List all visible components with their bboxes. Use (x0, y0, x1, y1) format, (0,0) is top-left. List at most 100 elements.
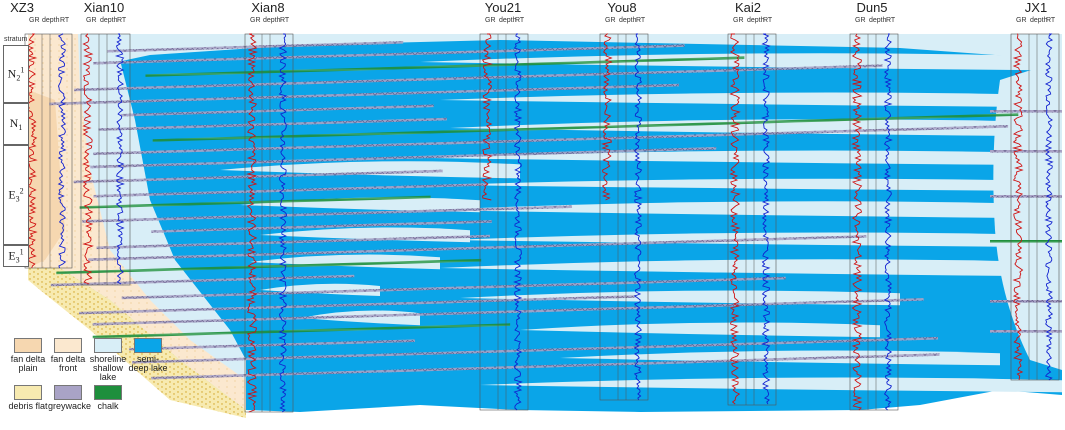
greywacke-streak (990, 240, 1062, 243)
legend-swatch-fan-delta-front (54, 338, 82, 353)
greywacke-streak (131, 336, 939, 364)
well-name-you8: You8 (607, 0, 637, 15)
greywacke-streak (93, 125, 1009, 156)
well-name-you21: You21 (484, 0, 522, 15)
you8-depth-header: depth (619, 17, 637, 24)
greywacke-streak (990, 150, 1062, 153)
legend-swatch-greywacke (54, 385, 82, 400)
stratum-unit-n1: N1 (3, 103, 29, 145)
dun5-gr-header: GR (855, 17, 866, 24)
dun5-rt-header: RT (886, 17, 896, 24)
xz3-depth-header: depth (42, 17, 60, 24)
legend-item-greywacke: greywacke (48, 385, 91, 411)
chalk-streak (145, 56, 745, 77)
shoreline-lens (450, 119, 1062, 137)
legend-swatch-debris-flat (14, 385, 42, 400)
stratum-unit-n2: N21 (3, 45, 29, 103)
greywacke-streak (92, 298, 924, 326)
greywacke-streak (74, 64, 883, 92)
jx1-gr-curve (1011, 33, 1024, 381)
legend-item-chalk: chalk (88, 385, 128, 411)
you8-rt-curve (633, 33, 643, 401)
legend-swatch-fan-delta-plain (14, 338, 42, 353)
jx1-well-frame (1010, 33, 1060, 381)
jx1-depth-header: depth (1030, 17, 1048, 24)
legend: fan delta plain fan delta front shorelin… (8, 338, 178, 420)
kai2-rt-curve (761, 33, 771, 405)
greywacke-streak (151, 220, 492, 233)
legend-swatch-shoreline-shallow-lake (94, 338, 122, 353)
chalk-streak (56, 258, 482, 275)
jx1-gr-header: GR (1016, 17, 1027, 24)
legend-item-shoreline-shallow-lake: shoreline shallow lake (88, 338, 128, 382)
greywacke-streak (78, 295, 636, 315)
xian8-gr-curve (245, 33, 258, 413)
xian8-gr-header: GR (250, 17, 261, 24)
shoreline-lens (250, 254, 440, 270)
greywacke-streak (93, 183, 488, 198)
xz3-rt-curve (57, 33, 67, 269)
dun5-well-frame (849, 33, 899, 411)
shoreline-lens (440, 178, 1062, 191)
shoreline-lens (440, 92, 1062, 108)
you21-rt-header: RT (515, 17, 525, 24)
xian8-depth-header: depth (263, 17, 281, 24)
xz3-rt-header: RT (60, 17, 70, 24)
stratum-unit-e3-1: E31 (3, 245, 29, 267)
you8-rt-header: RT (636, 17, 646, 24)
jx1-rt-header: RT (1046, 17, 1056, 24)
legend-item-fan-delta-plain: fan delta plain (8, 338, 48, 373)
shoreline-lens (520, 322, 880, 338)
fan-delta-front-body (28, 34, 246, 410)
you21-well-frame (479, 33, 529, 411)
xz3-gr-curve (26, 33, 38, 269)
greywacke-streak (120, 104, 434, 117)
well-name-xz3: XZ3 (10, 0, 34, 15)
kai2-well-frame (727, 33, 777, 406)
you21-rt-curve (513, 33, 523, 411)
chalk-streak (92, 323, 511, 339)
xian10-depth-header: depth (100, 17, 118, 24)
shoreline-lens (420, 53, 1062, 71)
legend-swatch-chalk (94, 385, 122, 400)
fan-delta-plain-body (28, 90, 65, 268)
legend-item-fan-delta-front: fan delta front (48, 338, 88, 373)
greywacke-streak (121, 276, 786, 300)
chalk-streak (152, 113, 1019, 142)
greywacke-streak (90, 146, 717, 169)
kai2-rt-header: RT (763, 17, 773, 24)
xian10-well-frame (80, 33, 131, 286)
jx1-rt-curve (1044, 33, 1054, 381)
shoreline-lens (480, 377, 1062, 393)
greywacke-streak (82, 205, 573, 223)
greywacke-streak (990, 110, 1062, 113)
shoreline-lens (220, 161, 520, 179)
you8-well-frame (599, 33, 649, 401)
greywacke-streak (49, 83, 679, 106)
well-name-jx1: JX1 (1024, 0, 1048, 15)
greywacke-streak (151, 353, 940, 380)
xian10-gr-header: GR (86, 17, 97, 24)
you21-gr-header: GR (485, 17, 496, 24)
kai2-gr-header: GR (733, 17, 744, 24)
greywacke-streak (93, 44, 685, 65)
xian10-rt-header: RT (117, 17, 127, 24)
xz3-gr-header: GR (29, 17, 40, 24)
xian8-rt-curve (278, 33, 288, 413)
xian10-rt-curve (114, 33, 125, 285)
kai2-gr-curve (729, 33, 741, 405)
xian10-gr-curve (82, 33, 94, 285)
legend-swatch-semi-deep-lake (134, 338, 162, 353)
greywacke-streak (990, 330, 1062, 333)
you8-gr-curve (601, 33, 613, 201)
greywacke-streak (98, 117, 447, 131)
dun5-depth-header: depth (869, 17, 887, 24)
xian8-well-frame (244, 33, 294, 413)
legend-item-semi-deep-lake: semi-deep lake (128, 338, 168, 373)
dun5-gr-curve (851, 33, 863, 411)
greywacke-streak (990, 300, 1062, 303)
kai2-depth-header: depth (747, 17, 765, 24)
chalk-streak (79, 195, 431, 209)
shoreline-lens (560, 350, 1000, 366)
